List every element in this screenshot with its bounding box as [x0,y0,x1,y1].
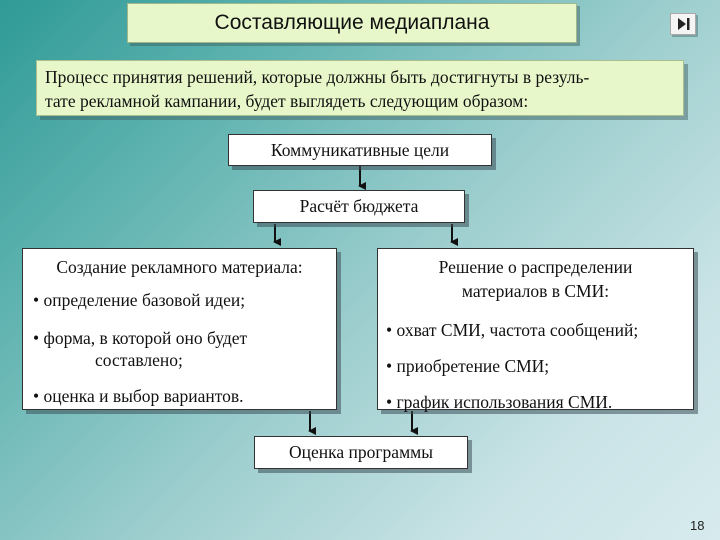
media-bullet-3: • график использования СМИ. [386,392,613,412]
media-bullet-1: • охват СМИ, частота сообщений; [386,320,639,340]
program-evaluation-label: Оценка программы [289,442,433,462]
budget-label: Расчёт бюджета [299,196,419,216]
skip-forward-icon[interactable] [670,13,696,35]
media-distribution-box: Решение о распределении материалов в СМИ… [377,248,694,412]
intro-line-2: тате рекламной кампании, будет выглядеть… [45,91,529,111]
media-distribution-title-2: материалов в СМИ: [461,281,610,301]
media-bullet-2: • приобретение СМИ; [386,356,550,376]
creative-bullet-1: • определение базовой идеи; [33,290,246,310]
communication-goals-box: Коммуникативные цели [228,134,492,166]
communication-goals-label: Коммуникативные цели [270,139,450,160]
intro-text-box: Процесс принятия решений, которые должны… [36,60,684,116]
creative-bullet-2-cont: составлено; [95,350,183,370]
program-evaluation-box: Оценка программы [254,436,468,469]
media-distribution-title-1: Решение о распределении [438,257,633,277]
creative-material-box: Создание рекламного материала: • определ… [22,248,337,410]
creative-bullet-2: • форма, в которой оно будет [33,328,248,348]
creative-bullet-3: • оценка и выбор вариантов. [33,386,244,406]
intro-line-1: Процесс принятия решений, которые должны… [45,67,590,87]
creative-material-title: Создание рекламного материала: [56,257,303,277]
slide-title-text: Составляющие медиаплана [214,11,490,34]
page-number: 18 [690,518,705,533]
budget-box: Расчёт бюджета [253,190,465,223]
slide-title: Составляющие медиаплана [127,3,577,43]
